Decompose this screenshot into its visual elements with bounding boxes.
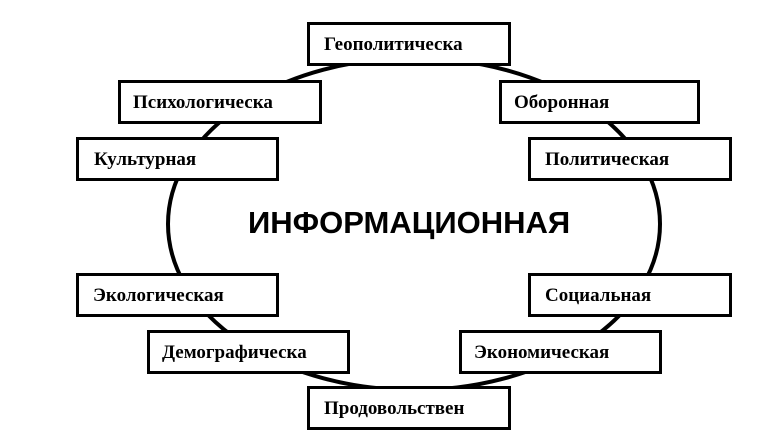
node-ecological: Экологическая	[76, 273, 279, 317]
node-political-label: Политическая	[545, 148, 670, 170]
center-label: ИНФОРМАЦИОННАЯ	[248, 205, 571, 240]
node-geopolitical-label: Геополитическа	[324, 33, 463, 55]
node-economic-label: Экономическая	[474, 341, 610, 363]
node-food: Продовольствен	[307, 386, 511, 430]
node-economic: Экономическая	[459, 330, 662, 374]
node-psychological: Психологическа	[118, 80, 322, 124]
node-psychological-label: Психологическа	[133, 91, 273, 113]
node-cultural-label: Культурная	[94, 148, 197, 170]
node-defense-label: Оборонная	[514, 91, 610, 113]
node-political: Политическая	[528, 137, 732, 181]
node-defense: Оборонная	[499, 80, 700, 124]
node-food-label: Продовольствен	[324, 397, 465, 419]
node-cultural: Культурная	[76, 137, 279, 181]
node-social-label: Социальная	[545, 284, 652, 306]
node-ecological-label: Экологическая	[93, 284, 224, 306]
node-demographic-label: Демографическа	[162, 341, 307, 363]
node-geopolitical: Геополитическа	[307, 22, 511, 66]
node-social: Социальная	[528, 273, 732, 317]
node-demographic: Демографическа	[147, 330, 350, 374]
